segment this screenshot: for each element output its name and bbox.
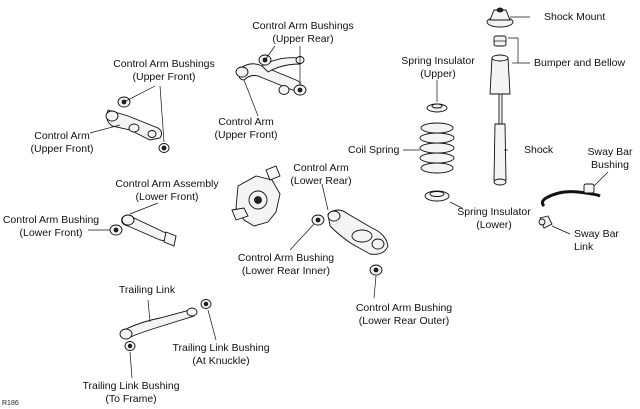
bumper-illustration (493, 35, 507, 47)
label-control-arm-upper-front-left: Control Arm (Upper Front) (30, 130, 94, 155)
bellow-illustration (489, 54, 511, 95)
label-spring-insulator-upper: Spring Insulator (Upper) (401, 55, 475, 80)
label-shock-mount: Shock Mount (544, 11, 606, 23)
label-trailing-link-bushing-to-frame: Trailing Link Bushing (To Frame) (82, 380, 180, 405)
spring-insulator-lower-illustration (424, 190, 450, 202)
label-control-arm-assembly-lower-front: Control Arm Assembly (Lower Front) (115, 178, 219, 203)
control-arm-lower-front-illustration (121, 214, 177, 247)
label-control-arm-bushing-lower-front: Control Arm Bushing (Lower Front) (2, 214, 100, 239)
control-arm-lower-rear-illustration (327, 209, 389, 255)
spring-insulator-upper-illustration (426, 103, 448, 113)
control-arm-bushing-lower-rear-inner-illustration (311, 214, 325, 226)
control-arm-upper-front-illustration (105, 109, 163, 141)
label-shock: Shock (524, 144, 554, 156)
trailing-link-bushing-to-frame-illustration (124, 341, 136, 351)
label-trailing-link: Trailing Link (118, 284, 176, 296)
figure-code: R186 (2, 400, 19, 407)
label-control-arm-bushing-lower-rear-inner: Control Arm Bushing (Lower Rear Inner) (237, 252, 335, 277)
control-arm-bushing-lower-front-illustration (109, 224, 123, 236)
label-control-arm-lower-rear: Control Arm (Lower Rear) (290, 162, 352, 187)
sway-bar-bushing-illustration (583, 183, 595, 194)
leader-lines (88, 16, 609, 379)
label-trailing-link-bushing-at-knuckle: Trailing Link Bushing (At Knuckle) (172, 342, 270, 367)
shock-illustration (493, 93, 507, 186)
trailing-link-illustration (119, 307, 198, 340)
label-control-arm-bushings-upper-front: Control Arm Bushings (Upper Front) (113, 58, 215, 83)
label-sway-bar-link: Sway Bar Link (574, 228, 619, 253)
label-control-arm-upper-front-mid: Control Arm (Upper Front) (214, 116, 278, 141)
label-control-arm-bushings-upper-rear: Control Arm Bushings (Upper Rear) (252, 20, 354, 45)
label-control-arm-bushing-lower-rear-outer: Control Arm Bushing (Lower Rear Outer) (355, 302, 453, 327)
coil-spring-illustration (419, 122, 455, 174)
sway-bar-link-illustration (538, 215, 553, 229)
control-arm-upper-rear-illustration (235, 56, 305, 95)
label-spring-insulator-lower: Spring Insulator (Lower) (457, 206, 531, 231)
trailing-link-bushing-at-knuckle-illustration (200, 299, 212, 309)
control-arm-bushing-lower-rear-outer-illustration (369, 264, 383, 276)
label-bumper-and-bellow: Bumper and Bellow (534, 57, 626, 69)
knuckle-illustration (231, 165, 281, 227)
shock-mount-illustration (486, 7, 514, 28)
label-coil-spring: Coil Spring (348, 144, 400, 156)
label-sway-bar-bushing: Sway Bar Bushing (587, 146, 633, 171)
sway-bar-illustration (540, 190, 601, 208)
